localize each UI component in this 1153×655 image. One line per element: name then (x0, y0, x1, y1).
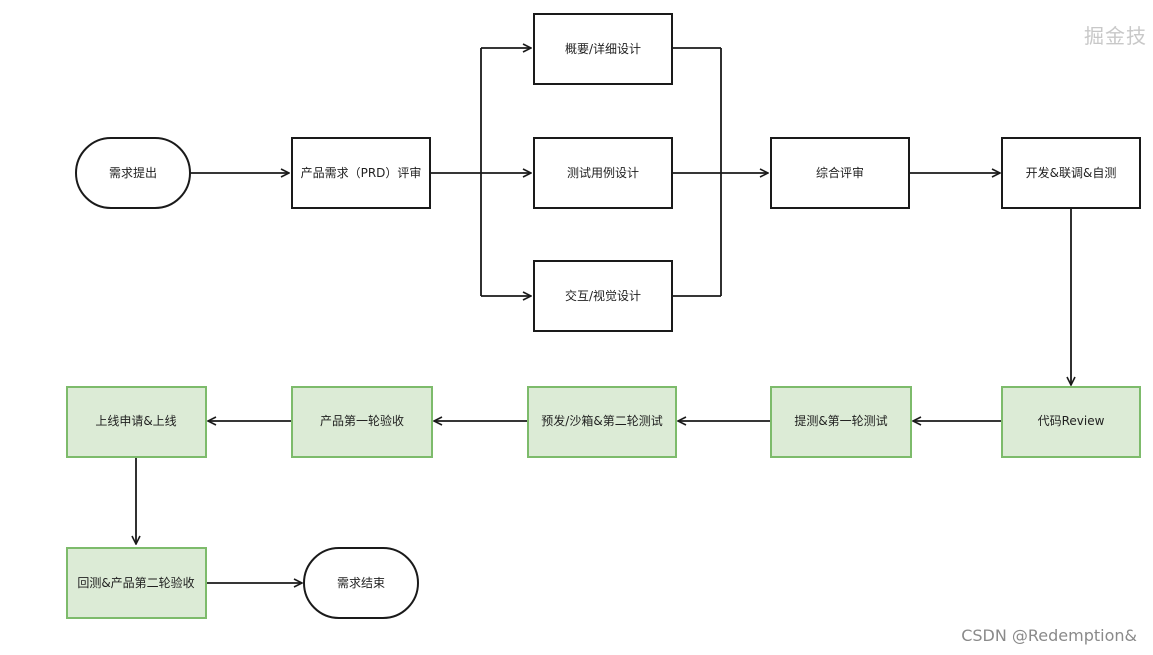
node-dev-label: 开发&联调&自测 (1026, 165, 1117, 180)
node-design1: 概要/详细设计 (533, 13, 673, 85)
node-test1-label: 提测&第一轮测试 (794, 413, 887, 428)
node-design2: 测试用例设计 (533, 137, 673, 209)
node-prd: 产品需求（PRD）评审 (291, 137, 431, 209)
node-design1-label: 概要/详细设计 (565, 41, 641, 56)
node-design3-label: 交互/视觉设计 (565, 288, 641, 303)
node-accept1-label: 产品第一轮验收 (320, 413, 404, 428)
node-review: 综合评审 (770, 137, 910, 209)
node-end-label: 需求结束 (337, 576, 385, 590)
node-start-label: 需求提出 (109, 165, 157, 180)
watermark-top-right: 掘金技 (1084, 24, 1147, 48)
node-test2-label: 预发/沙箱&第二轮测试 (541, 413, 662, 428)
node-dev: 开发&联调&自测 (1001, 137, 1141, 209)
node-design2-label: 测试用例设计 (567, 165, 639, 180)
node-launch: 上线申请&上线 (66, 386, 207, 458)
node-code-review: 代码Review (1001, 386, 1141, 458)
node-test2: 预发/沙箱&第二轮测试 (527, 386, 677, 458)
node-code-review-label: 代码Review (1038, 414, 1105, 428)
node-review-label: 综合评审 (816, 165, 864, 180)
node-accept1: 产品第一轮验收 (291, 386, 433, 458)
connectors (136, 48, 1071, 583)
node-launch-label: 上线申请&上线 (95, 414, 176, 428)
node-design3: 交互/视觉设计 (533, 260, 673, 332)
node-prd-label: 产品需求（PRD）评审 (301, 165, 422, 180)
node-test1: 提测&第一轮测试 (770, 386, 912, 458)
node-accept2-label: 回测&产品第二轮验收 (77, 575, 194, 590)
watermark-bottom-right: CSDN @Redemption& (961, 626, 1137, 645)
node-accept2: 回测&产品第二轮验收 (66, 547, 207, 619)
node-end: 需求结束 (303, 547, 419, 619)
node-start: 需求提出 (75, 137, 191, 209)
